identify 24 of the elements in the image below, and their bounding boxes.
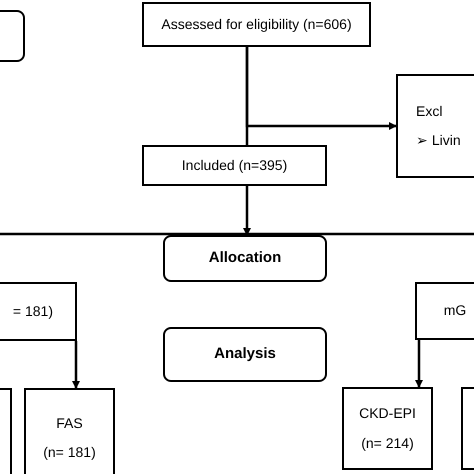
stage-box (163, 327, 327, 382)
box-text: = 181) (12, 302, 53, 320)
arrow (72, 341, 80, 389)
box-text: (n= 181) (43, 444, 96, 462)
stage-label: Allocation (208, 249, 282, 268)
stage-label: Analysis (214, 345, 276, 364)
arrow (246, 47, 397, 130)
arrow (415, 340, 423, 388)
group-box (415, 282, 474, 340)
box-text: ➢ Livin (416, 132, 461, 150)
process-box (142, 145, 327, 186)
box-text: Excl (416, 102, 442, 120)
box-text: mG (444, 302, 466, 320)
box-text: FAS (56, 414, 83, 432)
box-text: (n= 214) (361, 434, 414, 452)
box-text: CKD-EPI (359, 405, 416, 422)
analysis-box (24, 388, 115, 474)
exclusion-box (396, 74, 474, 178)
process-box (142, 2, 371, 47)
box-text: Included (n=395) (182, 156, 288, 174)
stage-box (163, 235, 327, 282)
analysis-box (342, 387, 433, 470)
box-text: Assessed for eligibility (n=606) (161, 16, 352, 34)
arrow (243, 186, 251, 236)
